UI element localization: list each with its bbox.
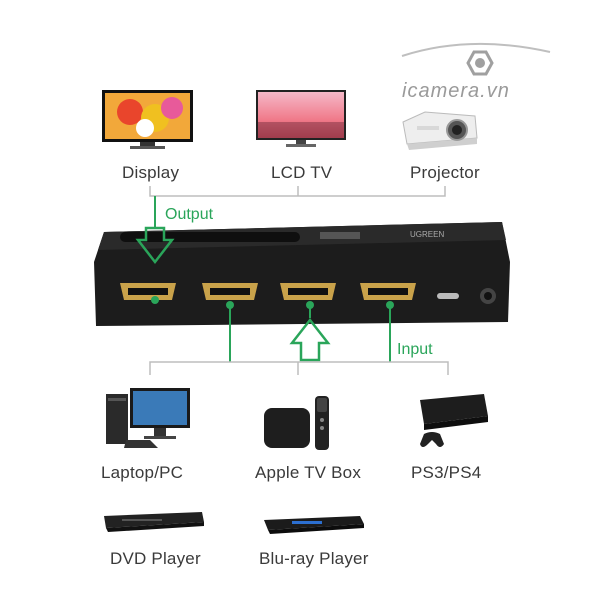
hdmi-switch-device: UGREEN <box>94 222 510 326</box>
desktop-pc-icon <box>106 388 190 448</box>
lcd-tv-icon <box>256 90 346 147</box>
output-flow-label: Output <box>165 206 214 223</box>
input-dvd-player <box>102 510 206 534</box>
output-display <box>100 88 195 150</box>
watermark-logo-icon <box>401 42 551 76</box>
input-label-ps: PS3/PS4 <box>411 463 482 482</box>
input-label-apple-tv: Apple TV Box <box>255 463 362 482</box>
micro-usb-port <box>437 293 459 299</box>
hdmi-port-3 <box>280 283 336 300</box>
output-arrow-icon <box>135 226 175 265</box>
input-apple-tv <box>262 394 336 454</box>
output-label-projector: Projector <box>410 163 480 182</box>
watermark-text: icamera.vn <box>402 80 510 102</box>
input-label-laptop-pc: Laptop/PC <box>101 463 184 482</box>
input-label-bluray-player: Blu-ray Player <box>259 549 369 568</box>
input-laptop-pc <box>104 384 194 452</box>
input-bus-line <box>149 361 449 375</box>
output-bus-line <box>149 186 446 197</box>
apple-tv-icon <box>264 396 329 450</box>
hdmi-port-4 <box>360 283 416 300</box>
output-lcd-tv <box>254 88 348 150</box>
output-label-lcd-tv: LCD TV <box>271 163 333 182</box>
hdmi-port-1 <box>120 283 176 300</box>
bluray-player-icon <box>264 516 364 534</box>
input-flow-label: Input <box>397 341 433 358</box>
input-ps <box>410 390 490 454</box>
output-projector <box>397 104 482 154</box>
output-label-display: Display <box>122 163 180 182</box>
input-label-dvd-player: DVD Player <box>110 549 201 568</box>
projector-icon <box>402 111 478 150</box>
input-bluray-player <box>262 512 366 536</box>
dvd-player-icon <box>104 512 204 532</box>
input-arrow-icon <box>289 317 331 362</box>
device-model-plate <box>320 232 360 239</box>
playstation-icon <box>420 394 488 447</box>
device-brand-text: UGREEN <box>410 230 444 239</box>
hdmi-port-2 <box>202 283 258 300</box>
monitor-display-icon <box>102 90 193 149</box>
watermark: icamera.vn <box>400 38 560 108</box>
